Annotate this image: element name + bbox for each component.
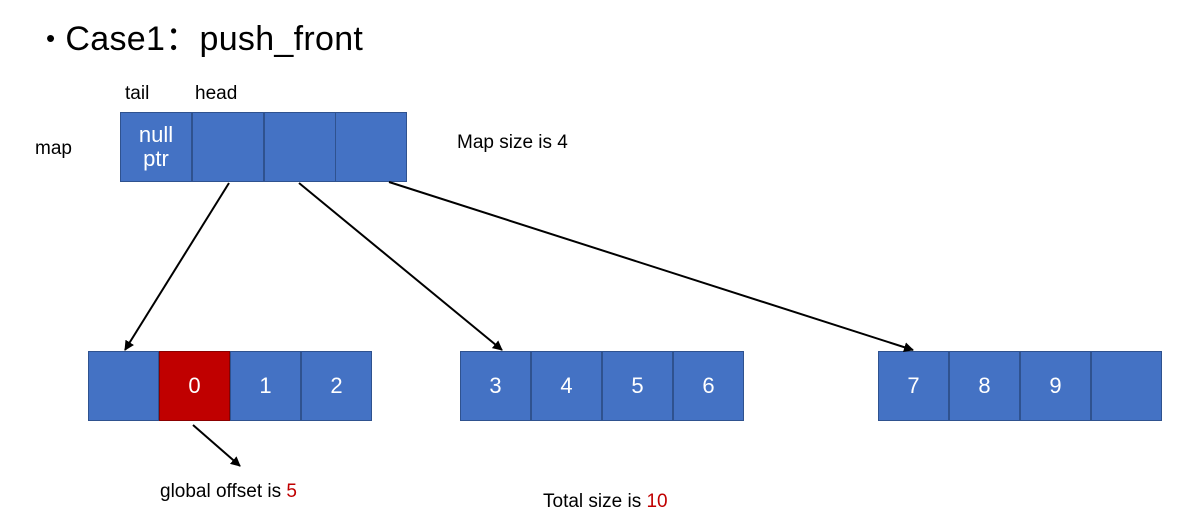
map-cell-1	[192, 112, 264, 182]
map-cell-0-line2: ptr	[143, 146, 169, 171]
global-offset-prefix: global offset is	[160, 481, 287, 502]
block2-cell-1: 4	[531, 351, 602, 421]
map-cell-3	[335, 112, 407, 182]
title-text: Case1：push_front	[65, 20, 364, 58]
map-cell-0-line1: null	[138, 122, 174, 147]
block3-cell-3	[1091, 351, 1162, 421]
block2-cell-0: 3	[460, 351, 531, 421]
block1-cell-1-highlight: 0	[159, 351, 230, 421]
bullet: •	[46, 23, 56, 53]
global-offset-label: global offset is 5	[160, 481, 297, 503]
block2-cell-3: 6	[673, 351, 744, 421]
block3-cell-2: 9	[1020, 351, 1091, 421]
arrow-map3-to-block3	[388, 181, 914, 353]
block2-cell-2: 5	[602, 351, 673, 421]
block1-cell-3: 2	[301, 351, 372, 421]
map-size-label: Map size is 4	[457, 132, 568, 153]
block3-cell-1: 8	[949, 351, 1020, 421]
map-cell-0: null ptr	[120, 112, 192, 182]
block1-cell-2: 1	[230, 351, 301, 421]
slide-title: • Case1：push_front	[46, 16, 363, 61]
map-cell-2	[264, 112, 336, 182]
total-size-value: 10	[646, 491, 668, 512]
arrow-map2-to-block2	[298, 182, 503, 351]
head-label: head	[195, 83, 238, 104]
arrow-head-to-block1	[124, 182, 230, 351]
total-size-label: Total size is 10	[543, 491, 668, 513]
block3-cell-0: 7	[878, 351, 949, 421]
block1-cell-0	[88, 351, 159, 421]
global-offset-value: 5	[286, 481, 297, 502]
map-label: map	[35, 138, 72, 159]
arrow-offset-pointer	[192, 424, 241, 467]
tail-label: tail	[125, 83, 150, 104]
total-size-prefix: Total size is	[543, 491, 647, 512]
